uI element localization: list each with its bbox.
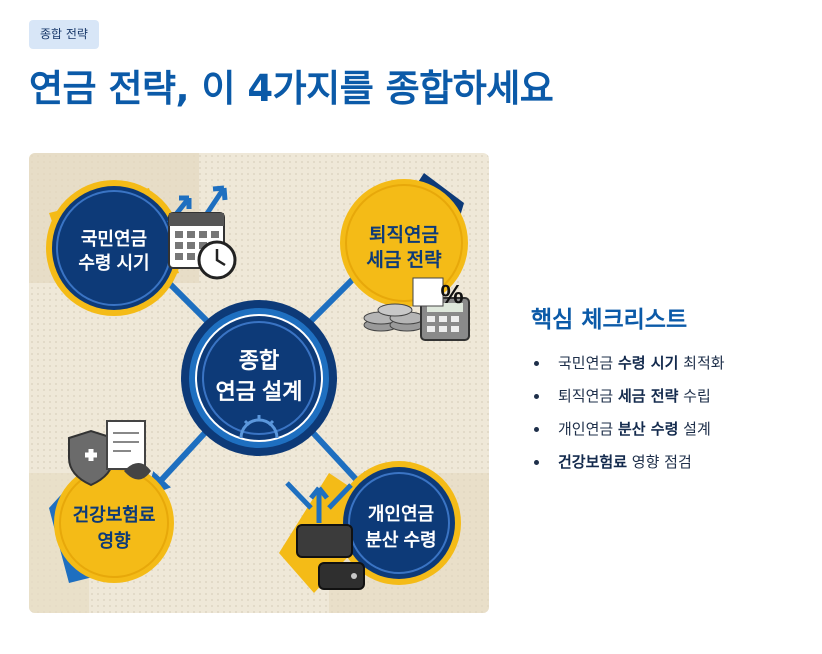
gear-icon	[239, 415, 279, 439]
checklist: 국민연금 수령 시기 최적화 퇴직연금 세금 전략 수립 개인연금 분산 수령 …	[531, 352, 811, 484]
top-left-line1: 국민연금	[81, 229, 147, 249]
badge-personal-pension: 개인연금 분산 수령	[279, 461, 461, 593]
badge-national-pension: 국민연금 수령 시기	[46, 180, 237, 316]
coins-icon	[363, 303, 425, 332]
page-title: 연금 전략, 이 4가지를 종합하세요	[29, 67, 554, 110]
checklist-item: 국민연금 수령 시기 최적화	[531, 352, 811, 385]
bottom-left-line2: 영향	[97, 531, 131, 551]
bottom-left-line1: 건강보험료	[73, 504, 156, 525]
checklist-item: 건강보험료 영향 점검	[531, 451, 811, 484]
checklist-panel: 핵심 체크리스트 국민연금 수령 시기 최적화 퇴직연금 세금 전략 수립 개인…	[531, 300, 811, 484]
bottom-right-line2: 분산 수령	[365, 530, 436, 550]
calculator-icon	[420, 297, 470, 341]
top-left-line2: 수령 시기	[78, 253, 149, 273]
checklist-heading: 핵심 체크리스트	[531, 307, 688, 333]
clock-icon	[197, 240, 237, 280]
split-arrows-icon	[285, 481, 353, 523]
badge-retirement-pension: 퇴직연금 세금 전략 %	[340, 173, 470, 341]
top-right-line2: 세금 전략	[366, 249, 442, 271]
badge-health-insurance: 건강보험료 영향	[49, 420, 174, 583]
center-line2: 연금 설계	[215, 379, 302, 404]
wallet-icon	[296, 524, 365, 590]
medical-document-icon	[106, 420, 146, 470]
category-tag: 종합 전략	[29, 20, 99, 49]
checklist-item: 퇴직연금 세금 전략 수립	[531, 385, 811, 418]
checklist-item: 개인연금 분산 수령 설계	[531, 418, 811, 451]
top-right-line1: 퇴직연금	[369, 224, 439, 246]
pension-strategy-illustration: 국민연금 수령 시기 퇴직연금 세금 전략 %	[29, 153, 489, 613]
heartbeat-icon	[124, 463, 151, 480]
percent-sign: %	[440, 279, 463, 309]
bottom-right-line1: 개인연금	[368, 504, 434, 524]
center-line1: 종합	[239, 348, 279, 373]
badge-center: 종합 연금 설계	[181, 300, 337, 456]
